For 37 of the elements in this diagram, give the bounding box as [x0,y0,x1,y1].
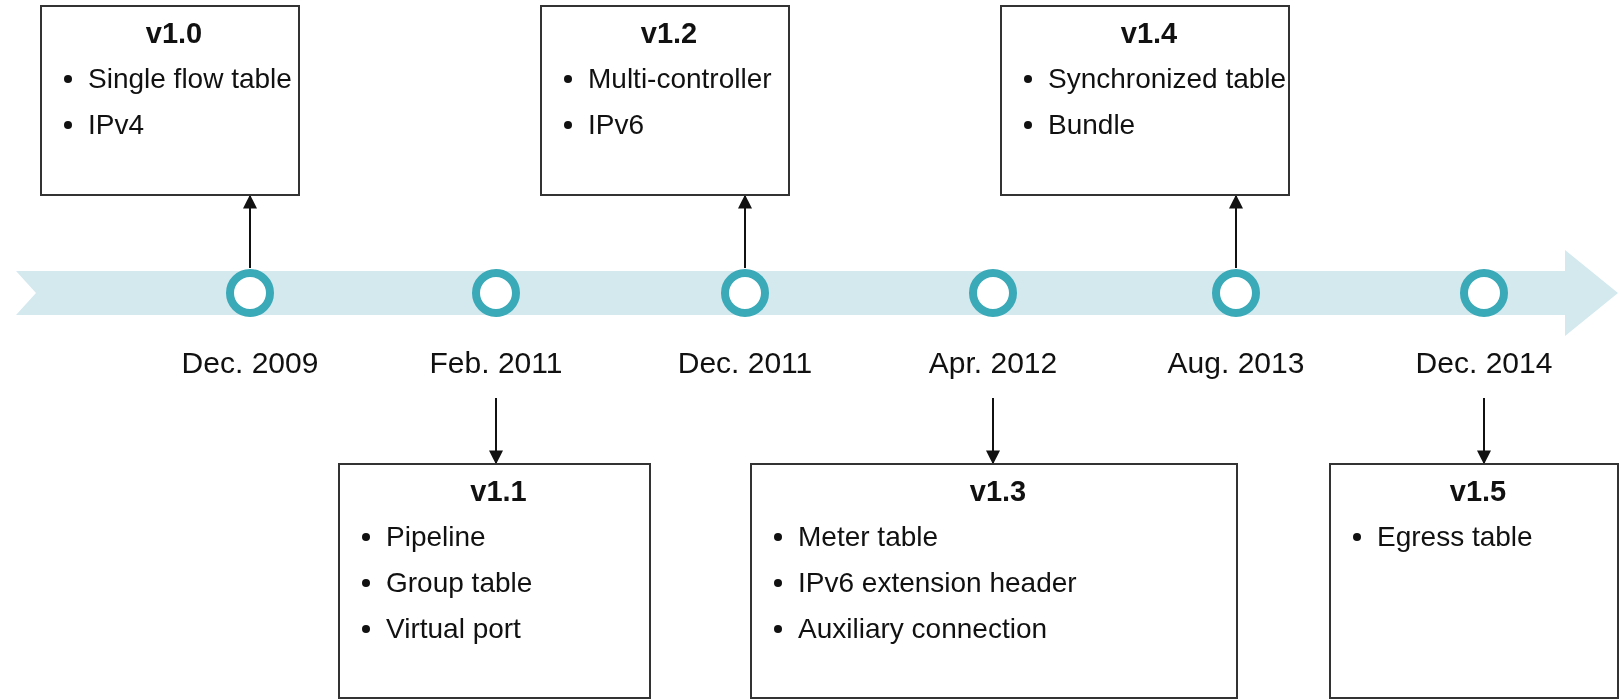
arrow [1477,397,1491,465]
version-title: v1.2 [639,17,699,50]
version-title: v1.4 [1119,17,1179,50]
version-box [1329,463,1619,699]
feature-item: IPv6 extension header [798,567,1077,599]
feature-item: Synchronized table [1048,63,1287,95]
version-box [750,463,1238,699]
version-box [540,5,790,196]
date-label: Apr. 2012 [927,346,1059,380]
arrow [243,194,257,269]
version-title: v1.5 [1448,475,1508,508]
version-box [1000,5,1290,196]
feature-item: IPv4 [88,109,145,141]
arrow [986,397,1000,465]
version-box [40,5,300,196]
feature-item: Group table [386,567,533,599]
feature-item: Pipeline [386,521,486,553]
feature-item: Virtual port [386,613,521,645]
arrow [489,397,503,465]
feature-item: Meter table [798,521,939,553]
version-title: v1.1 [469,475,528,508]
version-title: v1.3 [968,475,1028,508]
feature-item: Bundle [1048,109,1136,141]
arrow [1229,194,1243,269]
date-label: Aug. 2013 [1166,346,1306,380]
feature-item: Single flow table [88,63,292,95]
feature-item: Egress table [1377,521,1533,553]
arrow [738,194,752,269]
date-label: Dec. 2011 [676,346,814,380]
date-label: Dec. 2009 [180,346,320,380]
feature-item: IPv6 [588,109,645,141]
date-label: Dec. 2014 [1414,346,1554,380]
version-box [338,463,651,699]
date-label: Feb. 2011 [428,346,564,380]
feature-item: Multi-controller [588,63,772,95]
version-title: v1.0 [144,17,204,50]
feature-item: Auxiliary connection [798,613,1048,645]
